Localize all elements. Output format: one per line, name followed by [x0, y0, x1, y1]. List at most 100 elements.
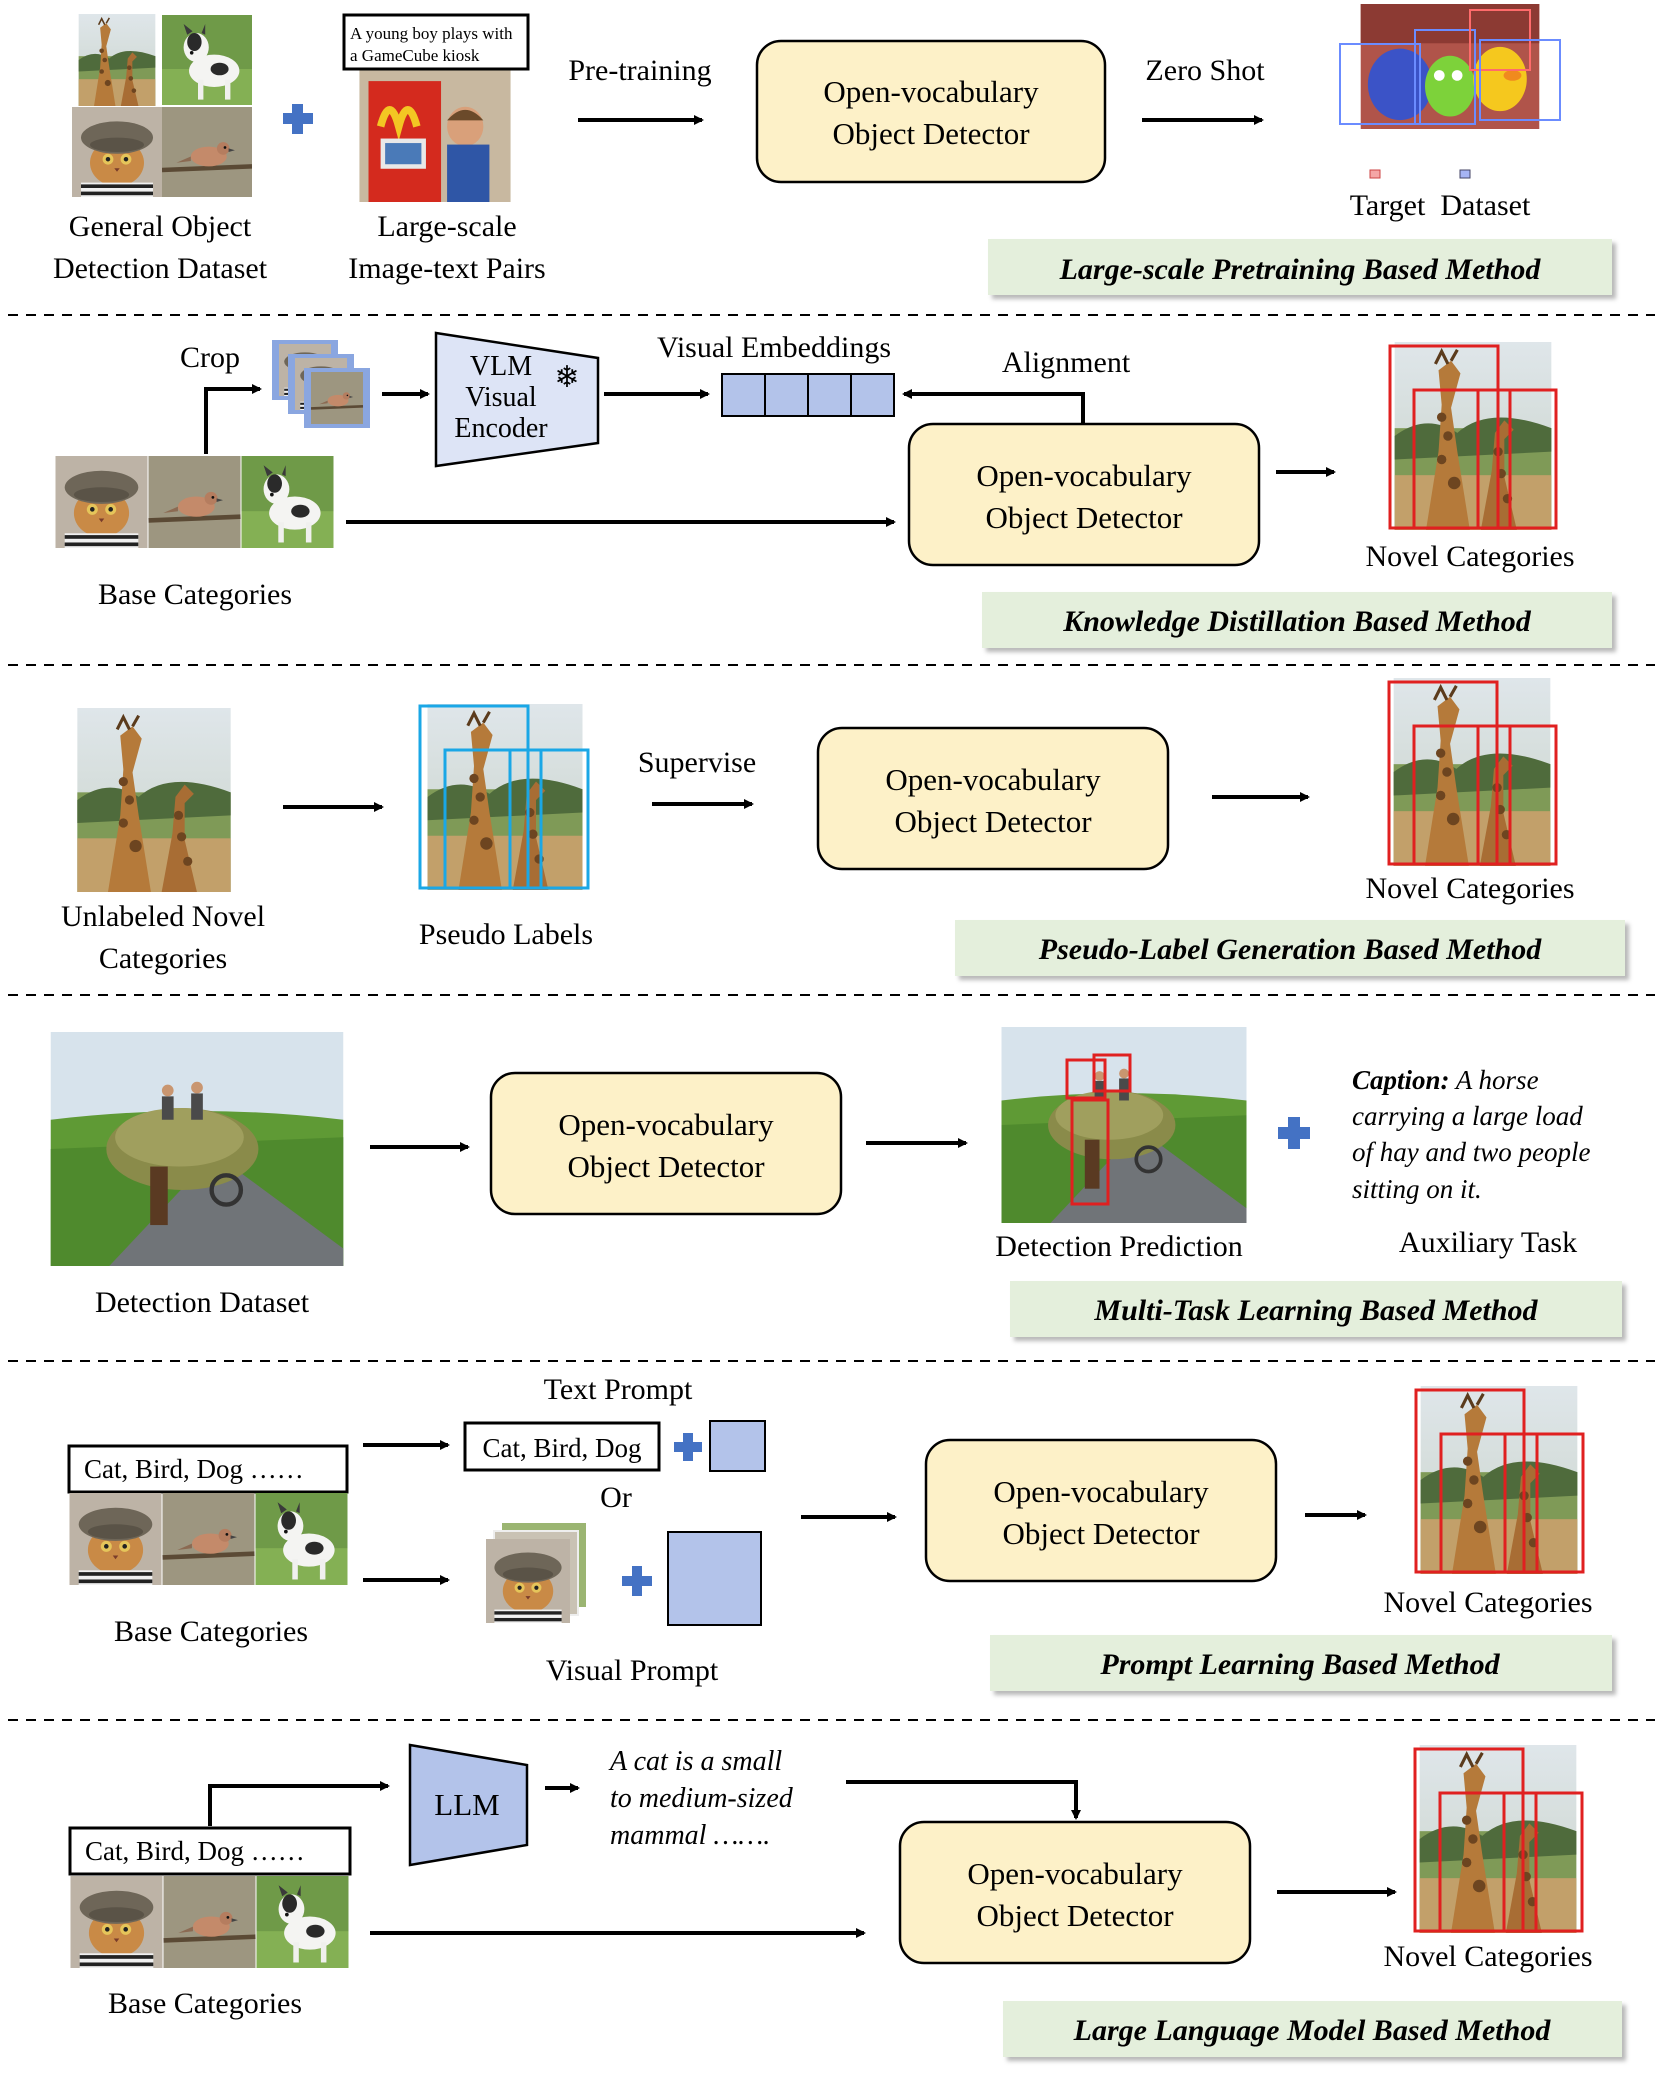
or-label: Or: [600, 1481, 632, 1514]
zero-shot-label: Zero Shot: [1145, 54, 1265, 87]
novel-detection-image: [1413, 1745, 1584, 1933]
unlabeled-label-line2: Categories: [99, 942, 227, 975]
pairs-label-line2: Image-text Pairs: [348, 252, 545, 285]
detector-label-line2: Object Detector: [985, 500, 1183, 535]
crop-label: Crop: [180, 341, 240, 374]
method-label: Large Language Model Based Method: [1073, 2014, 1552, 2047]
novel-detection-image: [1387, 678, 1558, 866]
detector-box: Open-vocabulary Object Detector: [489, 1071, 843, 1216]
method-banner: [955, 920, 1625, 976]
detector-box: Open-vocabulary Object Detector: [898, 1820, 1252, 1965]
detection-dataset-image: [51, 1032, 344, 1266]
detector-label-line1: Open-vocabulary: [967, 1856, 1183, 1891]
novel-detection-image: [1414, 1386, 1585, 1574]
encoder-line2: Visual: [465, 382, 537, 413]
base-images: [70, 1876, 349, 1968]
caption-box: [342, 13, 530, 71]
caption-line3: of hay and two people: [1352, 1137, 1590, 1167]
caption-line1: A horse: [1450, 1065, 1539, 1095]
section-pretraining: General Object Detection Dataset A young…: [53, 4, 1612, 295]
novel-categories-label: Novel Categories: [1383, 1586, 1592, 1619]
class-list-box: [67, 1444, 349, 1494]
llm-description-line2: to medium-sized: [610, 1783, 794, 1814]
method-banner: [1010, 1281, 1622, 1337]
plus-icon: [622, 1566, 652, 1596]
novel-categories-label: Novel Categories: [1365, 540, 1574, 573]
method-label: Pseudo-Label Generation Based Method: [1038, 933, 1542, 966]
plus-icon: [1278, 1117, 1310, 1149]
llm-description-line1: A cat is a small: [608, 1746, 782, 1777]
detector-label-line2: Object Detector: [1002, 1516, 1200, 1551]
class-list-text: Cat, Bird, Dog ……: [85, 1836, 305, 1866]
detector-box: Open-vocabulary Object Detector: [924, 1438, 1278, 1583]
plus-icon: [674, 1433, 702, 1461]
visual-prompt-images: [486, 1523, 586, 1623]
learnable-visual-token: [667, 1531, 762, 1626]
detector-label-line1: Open-vocabulary: [558, 1107, 774, 1142]
learnable-text-token: [709, 1420, 766, 1472]
class-list-text: Cat, Bird, Dog ……: [84, 1454, 304, 1484]
method-banner: [982, 592, 1612, 648]
snowflake-icon: ❄: [554, 360, 579, 395]
detector-label-line1: Open-vocabulary: [976, 458, 1192, 493]
detector-label-line2: Object Detector: [976, 1898, 1174, 1933]
detector-label-line1: Open-vocabulary: [823, 74, 1039, 109]
dataset-label-line1: General Object: [69, 210, 252, 243]
section-pseudo-label: Unlabeled Novel Categories Pseudo Labels…: [61, 678, 1625, 976]
alignment-arrow: [902, 389, 1085, 424]
method-banner: [990, 1635, 1612, 1691]
supervise-label: Supervise: [638, 746, 756, 779]
caption-line4: sitting on it.: [1352, 1174, 1482, 1204]
plus-icon: [283, 104, 313, 134]
encoder-line3: Encoder: [454, 413, 548, 444]
detector-label-line2: Object Detector: [567, 1149, 765, 1184]
svg-text:Caption: A horse: Caption: A horse: [1352, 1065, 1539, 1095]
section-multitask: Detection Dataset Open-vocabulary Object…: [51, 1027, 1622, 1337]
llm-label: LLM: [434, 1787, 499, 1822]
novel-categories-label: Novel Categories: [1365, 872, 1574, 905]
detector-box: Open-vocabulary Object Detector: [907, 422, 1261, 567]
detection-dataset-label: Detection Dataset: [95, 1286, 310, 1319]
method-banner: [988, 239, 1612, 295]
dataset-mosaic: [72, 14, 252, 197]
dataset-label-line2: Detection Dataset: [53, 252, 268, 285]
section-llm: Cat, Bird, Dog …… Base Categories LLM A …: [68, 1743, 1622, 2057]
base-categories-label: Base Categories: [98, 578, 292, 611]
to-llm-arrow: [208, 1781, 390, 1826]
embeddings-label: Visual Embeddings: [657, 331, 891, 364]
method-label: Multi-Task Learning Based Method: [1093, 1294, 1538, 1327]
detector-label-line2: Object Detector: [832, 116, 1030, 151]
section-prompt: Cat, Bird, Dog …… Base Categories Text P…: [67, 1373, 1612, 1691]
unlabeled-image: [75, 708, 233, 892]
pseudo-labels-label: Pseudo Labels: [419, 918, 593, 951]
novel-categories-label: Novel Categories: [1383, 1940, 1592, 1973]
pairs-label-line1: Large-scale: [377, 210, 516, 243]
method-label: Large-scale Pretraining Based Method: [1059, 253, 1542, 286]
text-prompt-classes: Cat, Bird, Dog: [483, 1433, 642, 1463]
detector-box: Open-vocabulary Object Detector: [755, 39, 1107, 184]
prediction-label: Detection Prediction: [995, 1230, 1242, 1263]
detector-label-line1: Open-vocabulary: [993, 1474, 1209, 1509]
text-prompt-label: Text Prompt: [544, 1373, 693, 1406]
pretraining-label: Pre-training: [568, 54, 711, 87]
llm-block: LLM: [408, 1743, 529, 1867]
base-images: [55, 456, 334, 548]
caption-line1: A young boy plays with: [350, 24, 513, 43]
cropped-images: [272, 340, 370, 428]
llm-description-line3: mammal …….: [610, 1820, 770, 1851]
target-label: Target Dataset: [1350, 189, 1531, 222]
novel-detection-image: [1388, 342, 1558, 530]
encoder-line1: VLM: [470, 351, 532, 382]
detector-box: Open-vocabulary Object Detector: [816, 726, 1170, 871]
detector-label-line1: Open-vocabulary: [885, 762, 1101, 797]
image-text-pair-photo: [359, 66, 510, 202]
alignment-label: Alignment: [1002, 346, 1131, 379]
auxiliary-task-label: Auxiliary Task: [1399, 1226, 1577, 1259]
caption-block: Caption: A horse carrying a large load o…: [1352, 1065, 1590, 1204]
class-list-box: [68, 1826, 352, 1876]
visual-prompt-label: Visual Prompt: [546, 1654, 719, 1687]
visual-embeddings: [721, 373, 895, 417]
target-image: [1339, 4, 1561, 179]
caption-line2: a GameCube kiosk: [350, 46, 480, 65]
